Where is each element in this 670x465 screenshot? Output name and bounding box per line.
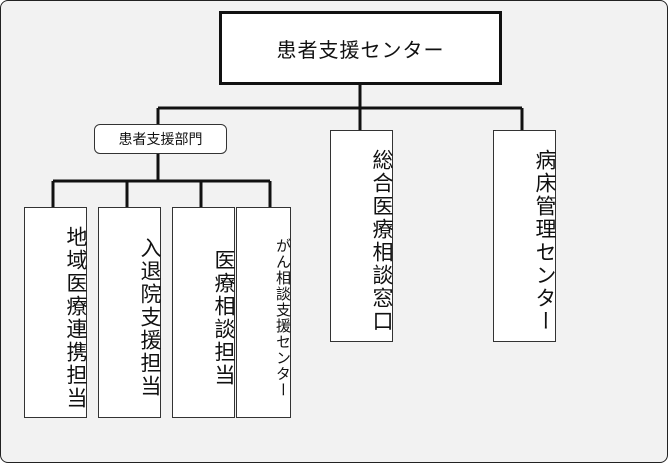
bed-management-center-node: 病床管理センター: [493, 130, 557, 342]
patient-support-center-node: 患者支援センター: [219, 11, 502, 85]
patient-support-department-node: 患者支援部門: [94, 124, 227, 154]
regional-medical-liaison-node: 地域医療連携担当: [24, 207, 88, 418]
admission-discharge-support-node: 入退院支援担当: [98, 207, 162, 418]
general-consultation-desk-node: 総合医療相談窓口: [330, 130, 394, 342]
medical-consultation-node: 医療相談担当: [172, 207, 236, 418]
cancer-consultation-center-node: がん相談支援センター: [236, 207, 292, 418]
